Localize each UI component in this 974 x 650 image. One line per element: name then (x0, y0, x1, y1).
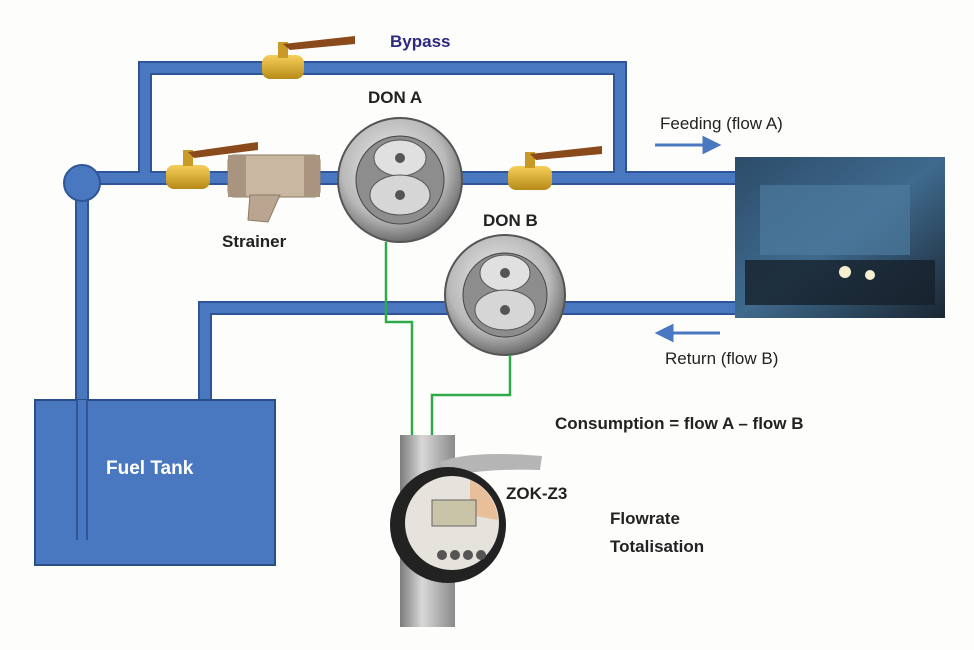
ball-valve-inlet (166, 142, 258, 189)
don-b-flowmeter (444, 234, 566, 356)
engine-photo (735, 157, 945, 318)
fuel-tank (34, 399, 276, 566)
ball-valve-outlet (508, 146, 602, 190)
bypass-label: Bypass (390, 32, 451, 51)
strainer (227, 154, 321, 223)
signal-wires (384, 242, 512, 440)
zok-z3-totaliser (390, 435, 542, 627)
fuel-tank-label: Fuel Tank (106, 458, 194, 479)
feeding-arrow (655, 135, 722, 155)
meter-label: ZOK-Z3 (506, 484, 568, 503)
flowrate-label: Flowrate (610, 509, 680, 528)
totalisation-label: Totalisation (610, 537, 705, 556)
don-b-label: DON B (483, 211, 538, 230)
strainer-label: Strainer (222, 232, 287, 251)
return-label: Return (flow B) (665, 349, 779, 368)
consumption-formula: Consumption = flow A – flow B (555, 414, 804, 433)
pipe-elbow (63, 164, 101, 202)
feeding-label: Feeding (flow A) (660, 114, 783, 133)
ball-valve-bypass (262, 36, 355, 79)
don-a-flowmeter (337, 117, 463, 243)
return-arrow (654, 323, 720, 343)
don-a-label: DON A (368, 88, 423, 107)
